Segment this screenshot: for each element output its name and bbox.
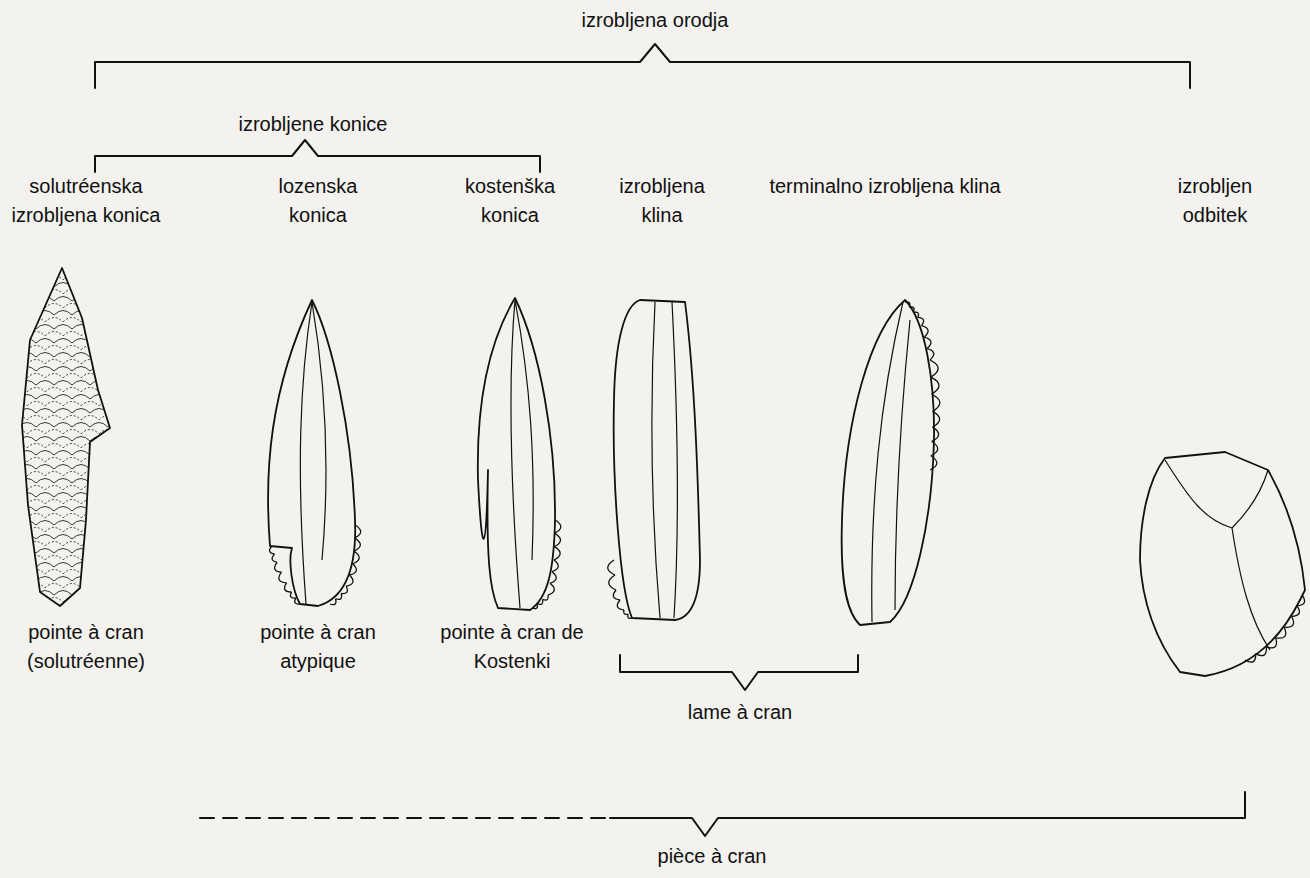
retouch-scar	[628, 614, 632, 618]
category-label: izrobljena orodja	[525, 6, 785, 35]
tool-name: lozenska konica	[253, 172, 383, 230]
retouch-scar	[1256, 647, 1267, 656]
retouch-scar	[931, 377, 939, 394]
retouch-marks	[270, 302, 1305, 662]
retouch-scar	[532, 604, 538, 609]
retouch-scar	[555, 520, 561, 533]
retouch-scar	[909, 307, 914, 312]
retouch-scar	[272, 554, 277, 562]
retouch-scar	[554, 533, 560, 546]
retouch-scar	[279, 572, 287, 583]
retouch-scar	[346, 575, 353, 586]
retouch-scar	[921, 326, 928, 337]
tool-name: solutréenska izrobljena konica	[7, 172, 165, 230]
retouch-scar	[1276, 627, 1286, 638]
retouch-scar	[931, 441, 938, 455]
retouch-scar	[924, 337, 931, 348]
french-term: lame à cran	[660, 698, 820, 727]
retouch-scar	[290, 592, 295, 598]
retouch-scar	[1284, 616, 1293, 627]
retouch-scar	[624, 610, 628, 614]
retouch-scar	[609, 575, 616, 590]
french-term: pièce à cran	[612, 842, 812, 871]
french-term: pointe à cran (solutréenne)	[7, 618, 165, 676]
retouch-scar	[354, 538, 360, 551]
retouch-scar	[270, 546, 275, 554]
retouch-scar	[617, 600, 624, 610]
retouch-scar	[905, 302, 910, 307]
retouch-scar	[336, 594, 342, 600]
retouch-scar	[914, 312, 919, 317]
retouch-scar	[608, 560, 615, 575]
retouch-scar	[1245, 654, 1256, 663]
retouch-scar	[552, 560, 558, 572]
group-label: izrobljene konice	[193, 110, 433, 139]
retouch-scar	[355, 525, 361, 538]
retouch-scar	[1266, 638, 1276, 648]
retouch-scar	[341, 586, 347, 593]
retouch-scar	[918, 317, 924, 325]
retouch-scar	[1297, 595, 1305, 606]
retouch-scar	[285, 583, 292, 592]
retouch-scar	[353, 551, 359, 564]
french-term: pointe à cran atypique	[238, 618, 398, 676]
tool-name: izrobljen odbitek	[1150, 172, 1280, 230]
tool-name: izrobljena klina	[597, 172, 727, 230]
retouch-scar	[930, 360, 938, 377]
retouch-scar	[933, 411, 940, 427]
retouch-scar	[548, 583, 554, 595]
retouch-scar	[932, 427, 939, 441]
tool-name: terminalno izrobljena klina	[760, 172, 1010, 201]
retouch-scar	[550, 572, 556, 584]
retouch-scar	[613, 590, 620, 600]
tool-outlines	[15, 260, 1305, 676]
retouch-scar	[295, 598, 300, 604]
french-term: pointe à cran de Kostenki	[432, 618, 592, 676]
retouch-scar	[927, 349, 934, 360]
retouch-scar	[275, 562, 282, 572]
retouch-scar	[554, 547, 560, 560]
retouch-scar	[330, 599, 336, 605]
retouch-scar	[930, 456, 937, 470]
retouch-scar	[350, 564, 357, 575]
brackets	[95, 44, 1245, 836]
retouch-scar	[543, 595, 549, 600]
retouch-scar	[537, 599, 543, 604]
tool-name: kostenška konica	[445, 172, 575, 230]
retouch-scar	[932, 394, 940, 411]
retouch-scar	[1292, 606, 1300, 617]
